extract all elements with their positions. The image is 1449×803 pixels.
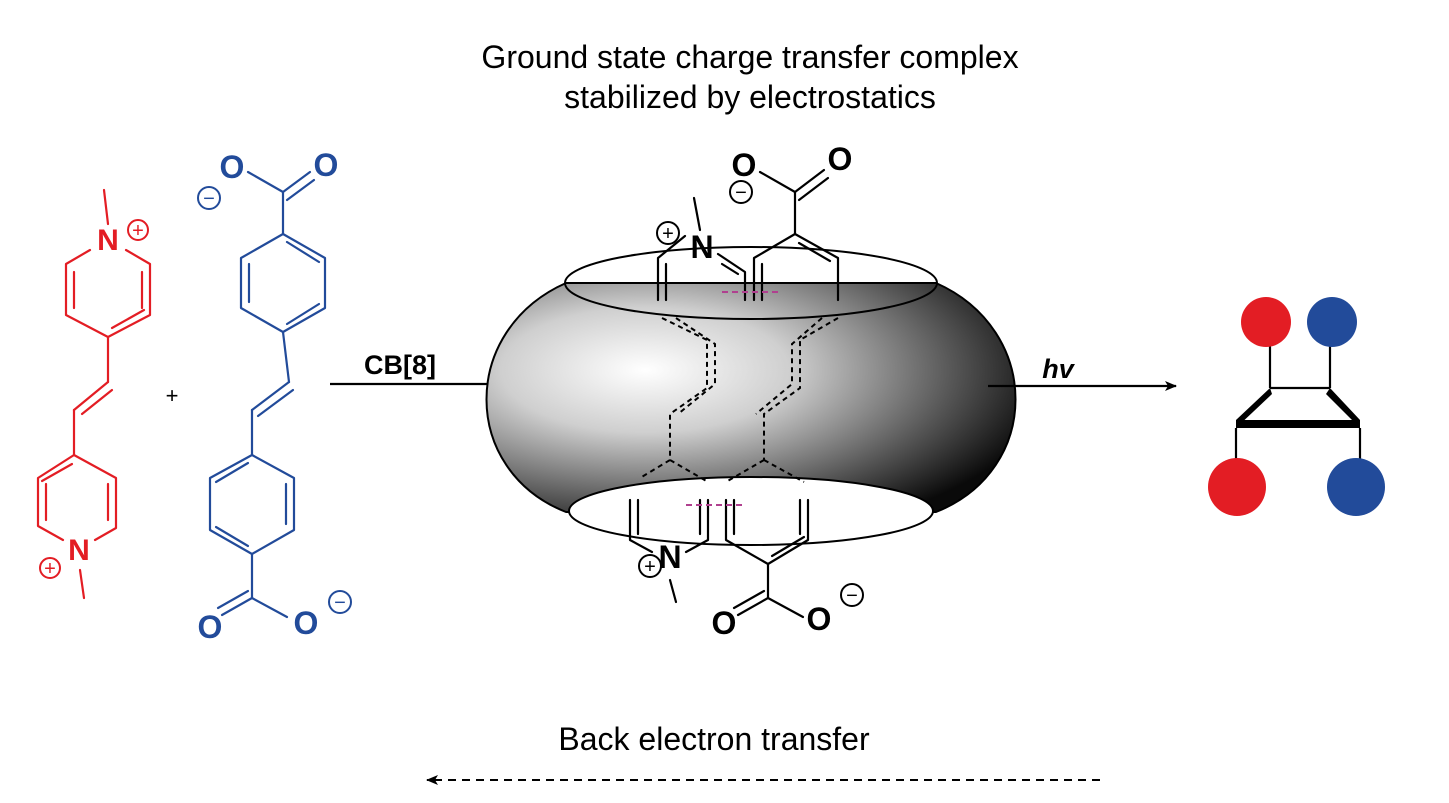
title-line-2: stabilized by electrostatics [564,79,936,115]
viologen-molecule: N + N + [36,188,152,600]
complex-o-top-left: O [732,147,757,183]
complex-n-top: N [690,229,713,265]
inclusion-complex-guests [639,168,840,483]
cb8-host-barrel [485,282,1017,546]
viologen-n-bottom: N [68,534,90,567]
complex-charge-o-bottom [840,583,864,607]
product-red-sphere-bottom [1208,458,1266,516]
complex-charge-o-top [729,180,753,204]
stilbene-charge-bottom-sign: − [334,592,346,614]
title-line-1: Ground state charge transfer complex [481,39,1018,75]
viologen-charge-top [127,219,149,241]
stilbene-o-bottom-left: O [198,609,223,645]
complex-charge-bottom [638,554,662,578]
stilbene-charge-bottom [328,590,352,614]
stilbene-o-top-right: O [314,147,339,183]
complex-o-top-right: O [828,141,853,177]
complex-n-bottom: N [658,539,681,575]
complex-charge-o-top-sign: − [735,182,747,204]
complex-charge-top-sign: + [662,223,674,245]
back-electron-transfer-label: Back electron transfer [558,721,870,757]
complex-o-bottom-left: O [712,605,737,641]
cb8-top-rim [564,246,938,320]
product-blue-sphere-bottom [1327,458,1385,516]
cb8-label: CB[8] [364,350,436,380]
complex-charge-top [656,221,680,245]
stilbene-o-top-left: O [220,149,245,185]
plus-sign: + [166,383,179,408]
product-red-sphere-top [1241,297,1291,347]
product-blue-sphere-top [1307,297,1357,347]
inclusion-complex-bottom [628,498,810,619]
viologen-charge-bottom [39,557,61,579]
stilbene-charge-top [197,186,221,210]
complex-charge-bottom-sign: + [644,556,656,578]
stilbene-dicarboxylate-molecule: O O − O O − [197,147,352,645]
cb8-bottom-rim [568,476,934,546]
stilbene-o-bottom-right: O [294,605,319,641]
complex-charge-o-bottom-sign: − [846,585,858,607]
complex-o-bottom-right: O [807,601,832,637]
hv-label: hv [1042,354,1075,384]
cyclobutane-product [1208,297,1385,516]
viologen-charge-top-sign: + [132,220,144,242]
stilbene-charge-top-sign: − [203,188,215,210]
viologen-n-top: N [97,224,119,257]
viologen-charge-bottom-sign: + [44,558,56,580]
